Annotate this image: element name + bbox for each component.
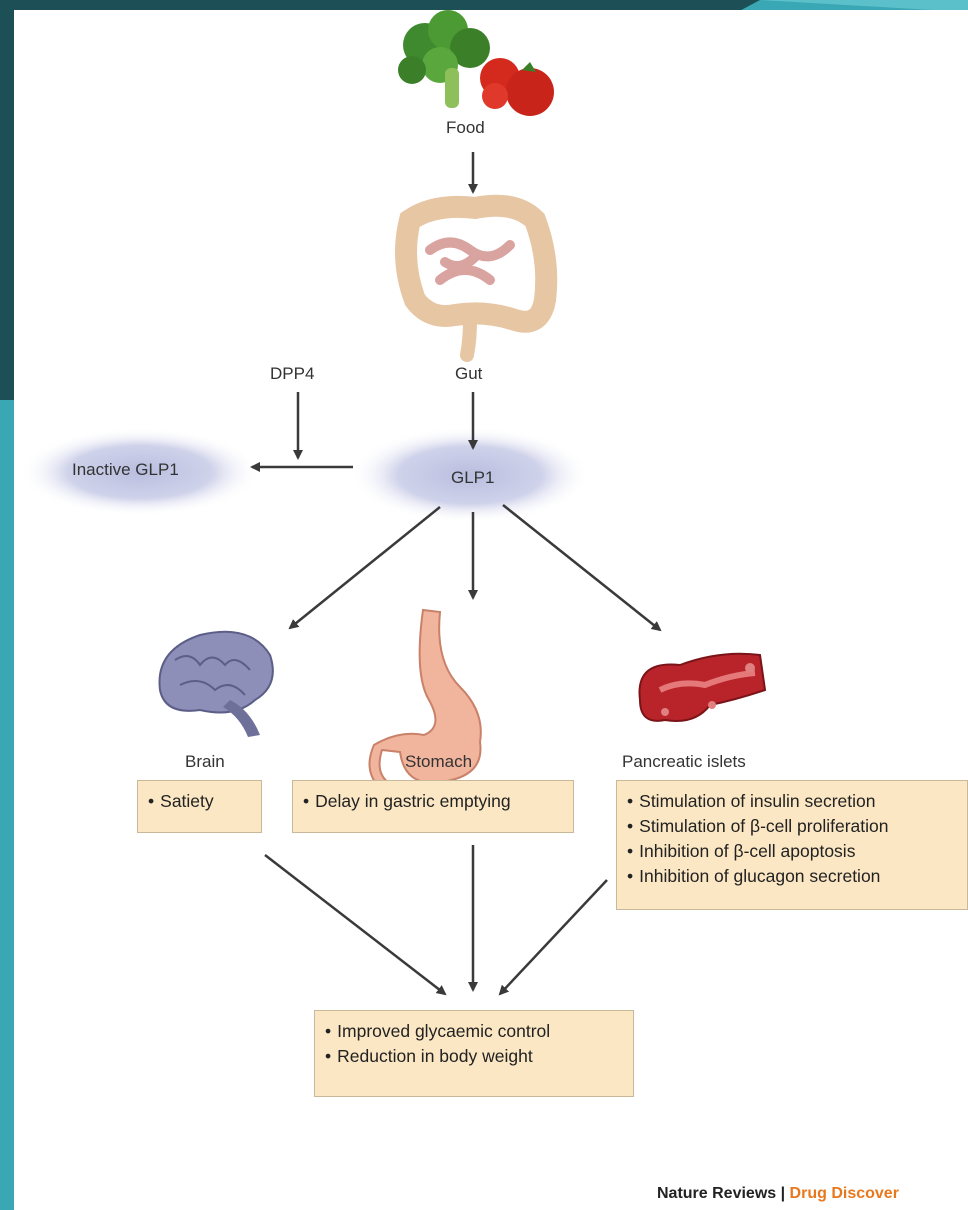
dpp4-label: DPP4 bbox=[270, 364, 314, 384]
inactive-glp1-label: Inactive GLP1 bbox=[72, 460, 179, 480]
gut-label: Gut bbox=[455, 364, 482, 384]
broccoli-tomato-icon bbox=[398, 10, 554, 116]
pancreas-effects-box: Stimulation of insulin secretion Stimula… bbox=[616, 780, 968, 910]
arrow-brain-to-outcome bbox=[265, 855, 445, 994]
brain-label: Brain bbox=[185, 752, 225, 772]
list-item: Delay in gastric emptying bbox=[303, 789, 563, 814]
stomach-effects-box: Delay in gastric emptying bbox=[292, 780, 574, 833]
list-item: Satiety bbox=[148, 789, 251, 814]
food-label: Food bbox=[446, 118, 485, 138]
list-item: Improved glycaemic control bbox=[325, 1019, 623, 1044]
intestine-icon bbox=[406, 206, 546, 355]
arrow-glp1-to-pancreas bbox=[503, 505, 660, 630]
brain-icon bbox=[160, 632, 273, 737]
source-credit: Nature Reviews | Drug Discover bbox=[657, 1185, 899, 1203]
outcome-box: Improved glycaemic control Reduction in … bbox=[314, 1010, 634, 1097]
arrow-glp1-to-brain bbox=[290, 507, 440, 628]
list-item: Reduction in body weight bbox=[325, 1044, 623, 1069]
list-item: Stimulation of β-cell proliferation bbox=[627, 814, 957, 839]
journal-section: Drug Discover bbox=[790, 1185, 899, 1202]
list-item: Stimulation of insulin secretion bbox=[627, 789, 957, 814]
brain-effects-box: Satiety bbox=[137, 780, 262, 833]
credit-separator: | bbox=[776, 1185, 789, 1202]
journal-name: Nature Reviews bbox=[657, 1185, 776, 1202]
arrow-pancreas-to-outcome bbox=[500, 880, 607, 994]
list-item: Inhibition of β-cell apoptosis bbox=[627, 839, 957, 864]
stomach-label: Stomach bbox=[405, 752, 472, 772]
pancreas-icon bbox=[640, 654, 766, 721]
pancreatic-islets-label: Pancreatic islets bbox=[622, 752, 746, 772]
list-item: Inhibition of glucagon secretion bbox=[627, 864, 957, 889]
glp1-label: GLP1 bbox=[451, 468, 494, 488]
